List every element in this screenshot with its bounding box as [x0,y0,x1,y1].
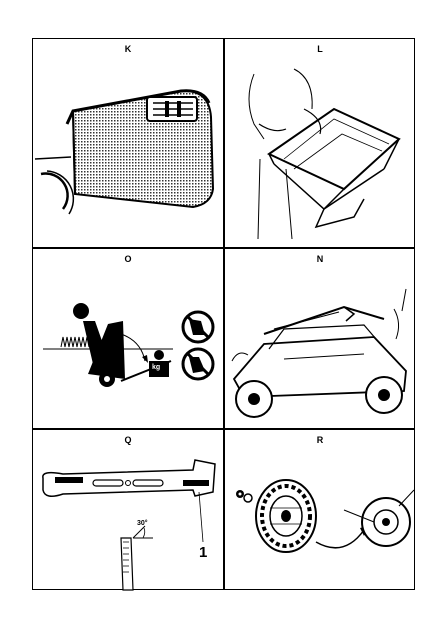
weight-unit-label: kg [152,364,161,371]
column-divider [223,39,225,589]
panel-label: O [124,254,132,264]
blade-callout-number: 1 [199,544,208,561]
lifting-safety-illustration [43,303,215,387]
wheel-replacement-illustration [236,479,415,553]
mower-folding-illustration [231,288,407,418]
panel-r: R [224,430,416,591]
panel-label: L [317,44,323,54]
panel-l: L [224,39,416,247]
row-divider-2 [33,428,414,430]
angle-label: 30° [137,520,148,527]
panel-label: N [316,254,324,264]
instruction-sheet: K L [32,38,416,591]
panel-k: K [33,39,223,247]
panel-label: Q [124,435,132,445]
panel-n: N [224,249,416,428]
grass-bag-illustration [34,89,215,215]
panel-o: O kg [33,249,223,428]
panel-label: K [124,44,132,54]
panel-label: R [316,435,324,445]
row-divider-1 [33,247,414,249]
panel-q: Q 30° 1 [33,430,223,591]
blade-sharpening-illustration [42,459,216,591]
bag-frame-illustration [248,68,401,240]
